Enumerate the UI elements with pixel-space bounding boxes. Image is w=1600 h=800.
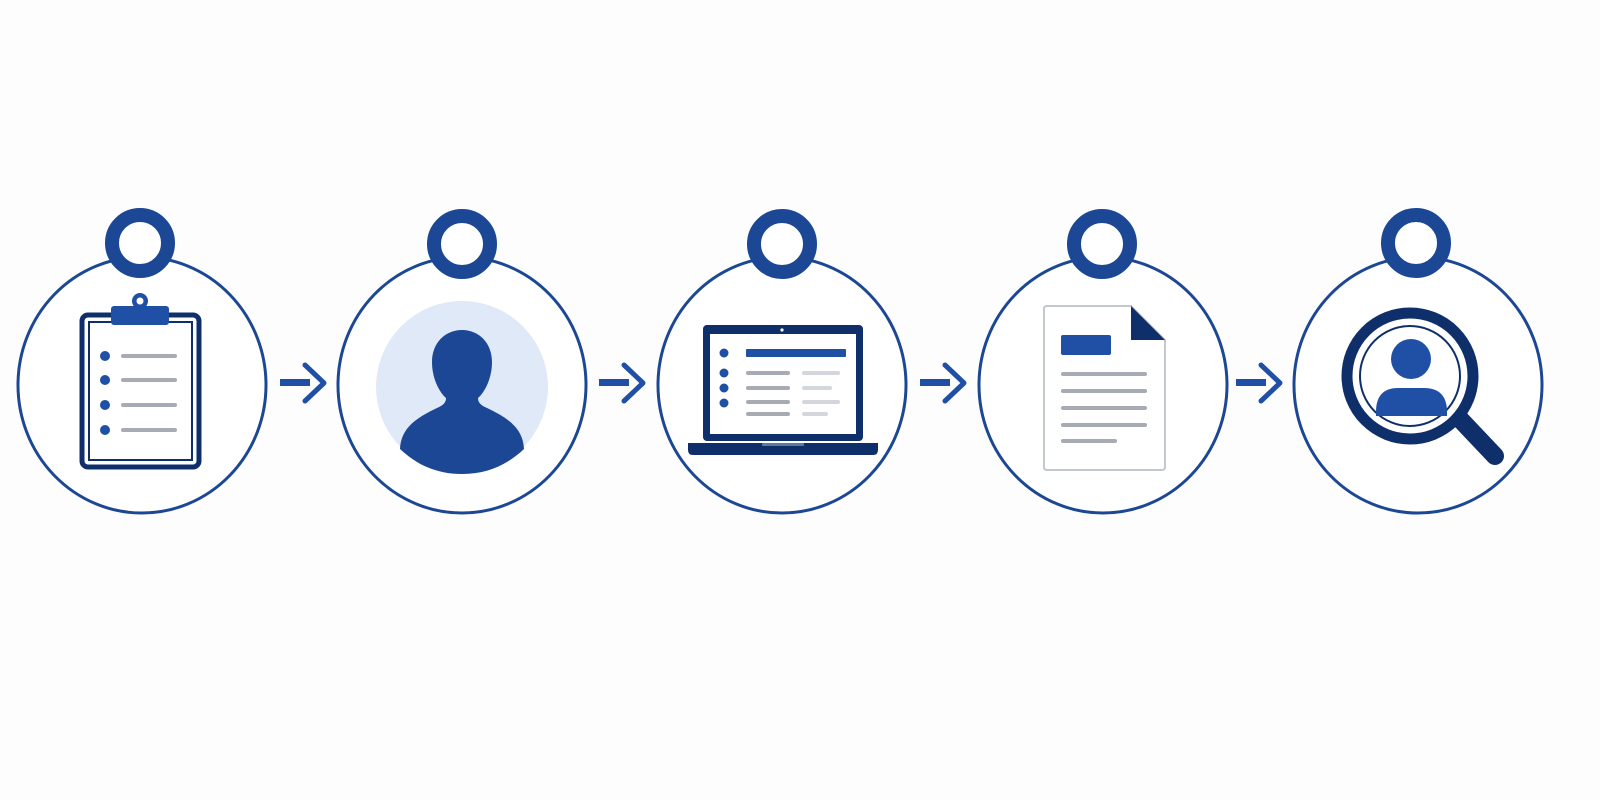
connector-arrow-1 <box>280 362 327 404</box>
step-2-pin <box>427 209 497 279</box>
step-3-pin <box>747 209 817 279</box>
arrow-right-icon <box>280 362 327 404</box>
clipboard-checklist-icon <box>79 293 202 470</box>
step-1 <box>16 208 268 515</box>
step-5 <box>1292 208 1544 515</box>
step-1-pin <box>105 208 175 278</box>
step-2 <box>336 209 588 515</box>
magnifier-user-icon <box>1341 307 1504 465</box>
step-5-pin <box>1381 208 1451 278</box>
document-icon <box>1043 305 1166 471</box>
arrow-right-icon <box>920 362 967 404</box>
step-4-pin <box>1067 209 1137 279</box>
step-4 <box>977 209 1229 515</box>
step-3 <box>656 209 908 515</box>
connector-arrow-3 <box>920 362 967 404</box>
arrow-right-icon <box>1236 362 1283 404</box>
laptop-form-icon <box>688 325 878 455</box>
connector-arrow-2 <box>599 362 646 404</box>
user-silhouette-icon <box>376 301 548 474</box>
arrow-right-icon <box>599 362 646 404</box>
connector-arrow-4 <box>1236 362 1283 404</box>
